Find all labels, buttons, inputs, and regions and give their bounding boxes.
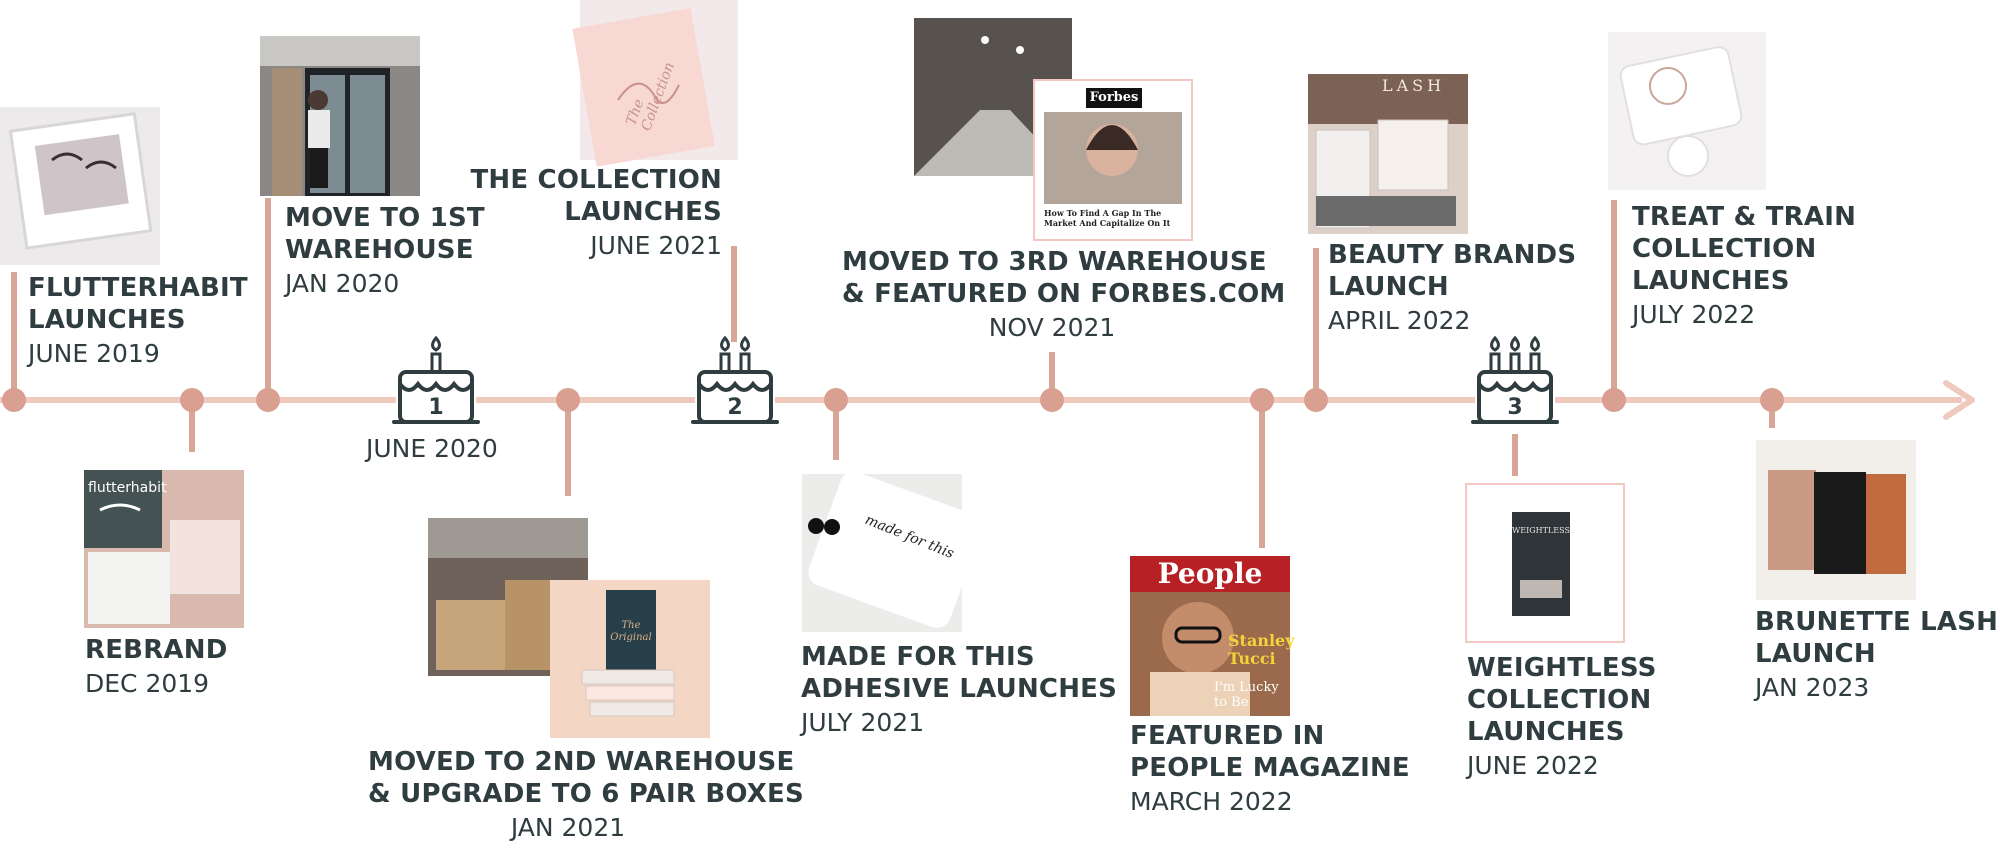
- node-people-magazine: [1250, 388, 1274, 412]
- milestone-second-warehouse: MOVED TO 2ND WAREHOUSE & UPGRADE TO 6 PA…: [368, 746, 804, 843]
- node-treat-train: [1602, 388, 1626, 412]
- birthday-cake-icon: 3: [1471, 335, 1559, 426]
- milestone-title: MOVED TO 3RD WAREHOUSE: [842, 247, 1267, 277]
- milestone-title: FEATURED IN: [1130, 721, 1325, 751]
- photo-lash-box-1: [0, 107, 160, 265]
- milestone-date: JAN 2020: [285, 269, 400, 298]
- milestone-beauty-brands: BEAUTY BRANDS LAUNCH APRIL 2022: [1328, 239, 1576, 336]
- anniversary-cakes: 1 2 3: [392, 335, 1559, 426]
- milestone-title: PEOPLE MAGAZINE: [1130, 753, 1410, 783]
- milestone-people-magazine: FEATURED IN PEOPLE MAGAZINE MARCH 2022: [1130, 720, 1410, 817]
- birthday-cake-icon: 2: [691, 335, 779, 426]
- original-script-text: The Original: [610, 620, 652, 643]
- milestone-weightless-collection: WEIGHTLESS COLLECTION LAUNCHES JUNE 2022: [1467, 652, 1657, 781]
- milestone-date: JUNE 2021: [590, 231, 722, 260]
- milestone-date: JUNE 2022: [1467, 751, 1599, 780]
- milestone-title: & FEATURED ON FORBES.COM: [842, 279, 1286, 309]
- milestone-rebrand: REBRAND DEC 2019: [85, 634, 227, 699]
- cake-number: 1: [428, 395, 443, 420]
- milestone-date: APRIL 2022: [1328, 306, 1471, 335]
- milestone-title: WEIGHTLESS: [1467, 653, 1657, 683]
- milestone-date: JAN 2023: [1755, 673, 1870, 702]
- photo-adhesive: [802, 471, 983, 632]
- forbes-headline-text: How To Find A Gap In The Market And Capi…: [1044, 208, 1171, 228]
- birthday-cake-icon: 1: [392, 335, 480, 426]
- milestone-date: DEC 2019: [85, 669, 210, 698]
- node-rebrand: [180, 388, 204, 412]
- milestone-title: LAUNCH: [1328, 272, 1449, 302]
- milestone-title: BEAUTY BRANDS: [1328, 240, 1577, 270]
- milestone-date: NOV 2021: [988, 313, 1116, 342]
- forbes-logo-text: Forbes: [1089, 90, 1139, 105]
- milestone-title: TREAT & TRAIN: [1632, 202, 1857, 232]
- anniversary-1-date: JUNE 2020: [366, 434, 498, 463]
- rebrand-brand-text: flutterhabit: [88, 480, 167, 496]
- milestone-title: MADE FOR THIS: [801, 642, 1035, 672]
- milestone-date: JAN 2021: [510, 813, 626, 842]
- photo-rebrand-boxes: [84, 470, 244, 628]
- timeline-arrow-head: [1943, 380, 1975, 420]
- milestone-title: COLLECTION: [1632, 234, 1817, 264]
- milestone-date: JULY 2021: [801, 708, 925, 737]
- node-beauty-brands: [1304, 388, 1328, 412]
- lash-sign-text: LASH: [1382, 76, 1446, 95]
- cake-number: 2: [727, 395, 742, 420]
- milestone-title: LAUNCHES: [564, 197, 722, 227]
- photo-warehouse-1: [260, 36, 420, 196]
- node-brunette-lashes: [1760, 388, 1784, 412]
- milestone-title: COLLECTION: [1467, 685, 1652, 715]
- photo-treat-train: [1608, 32, 1766, 190]
- milestone-adhesive-launch: MADE FOR THIS ADHESIVE LAUNCHES JULY 202…: [801, 641, 1117, 738]
- photo-brunette-lashes: [1756, 440, 1916, 600]
- photo-beauty-brands: [1308, 74, 1468, 234]
- milestone-date: JUNE 2019: [28, 339, 160, 368]
- milestone-title: MOVED TO 2ND WAREHOUSE: [368, 747, 795, 777]
- photo-warehouse-2: [428, 518, 710, 738]
- people-logo-text: People: [1157, 557, 1263, 590]
- milestone-title: LAUNCHES: [1467, 717, 1625, 747]
- node-first-warehouse: [256, 388, 280, 412]
- milestone-title: LAUNCH: [1755, 639, 1876, 669]
- milestone-title: BRUNETTE LASHES: [1755, 607, 2000, 637]
- photo-warehouse-3: [914, 18, 1193, 241]
- milestone-title: & UPGRADE TO 6 PAIR BOXES: [368, 779, 804, 809]
- node-flutterhabit-launch: [2, 388, 26, 412]
- milestone-title: ADHESIVE LAUNCHES: [801, 674, 1118, 704]
- milestone-title: LAUNCHES: [28, 305, 186, 335]
- node-adhesive-launch: [824, 388, 848, 412]
- photo-people-magazine: [1130, 556, 1290, 716]
- weightless-box-text: WEIGHTLESS: [1512, 526, 1570, 535]
- milestone-title: THE COLLECTION: [470, 165, 722, 195]
- photo-weightless: [1465, 483, 1625, 643]
- milestone-first-warehouse: MOVE TO 1ST WAREHOUSE JAN 2020: [285, 202, 485, 299]
- milestone-treat-train: TREAT & TRAIN COLLECTION LAUNCHES JULY 2…: [1632, 201, 1856, 330]
- milestone-title: LAUNCHES: [1632, 266, 1790, 296]
- milestone-collection-launch: THE COLLECTION LAUNCHES JUNE 2021: [470, 164, 722, 261]
- milestone-title: FLUTTERHABIT: [28, 273, 248, 303]
- milestone-date: JULY 2022: [1632, 300, 1756, 329]
- milestone-flutterhabit-launch: FLUTTERHABIT LAUNCHES JUNE 2019: [28, 272, 248, 369]
- milestone-title: WAREHOUSE: [285, 235, 474, 265]
- photo-collection-box: [572, 0, 738, 167]
- node-third-warehouse: [1040, 388, 1064, 412]
- milestone-third-warehouse: MOVED TO 3RD WAREHOUSE & FEATURED ON FOR…: [842, 246, 1286, 343]
- milestone-date: MARCH 2022: [1130, 787, 1293, 816]
- node-second-warehouse: [556, 388, 580, 412]
- milestone-title: MOVE TO 1ST: [285, 203, 485, 233]
- people-cover-name-text: Stanley Tucci: [1228, 631, 1295, 668]
- milestone-brunette-lashes: BRUNETTE LASHES LAUNCH JAN 2023: [1755, 606, 2000, 703]
- milestone-title: REBRAND: [85, 635, 228, 665]
- cake-number: 3: [1507, 395, 1522, 420]
- people-cover-quote-text: I'm Lucky to Be: [1214, 680, 1279, 710]
